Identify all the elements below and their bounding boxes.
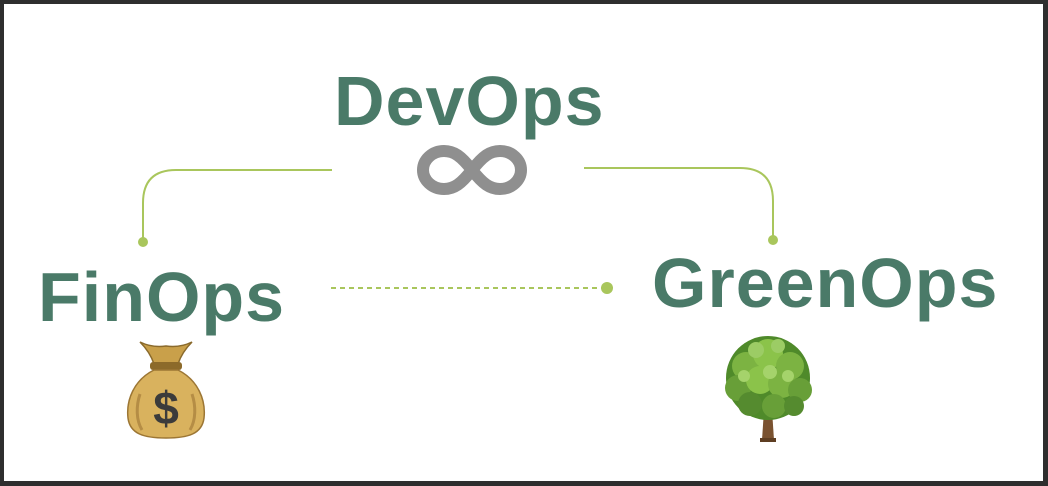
tree-icon [725, 336, 812, 442]
dashed-connector-dot [601, 282, 613, 294]
greenops-label: GreenOps [652, 244, 999, 322]
connector-lines [138, 167, 778, 294]
devops-finops-connector [142, 169, 332, 241]
devops-greenops-connector [584, 167, 774, 239]
greenops-connector-dot [768, 235, 778, 245]
infinity-icon [417, 145, 527, 195]
money-bag-icon: $ [126, 341, 206, 439]
finops-connector-dot [138, 237, 148, 247]
svg-text:$: $ [153, 382, 179, 434]
slide-canvas: DevOps FinOps $ GreenOps [4, 4, 1043, 481]
devops-label: DevOps [334, 62, 605, 140]
finops-label: FinOps [38, 258, 286, 336]
